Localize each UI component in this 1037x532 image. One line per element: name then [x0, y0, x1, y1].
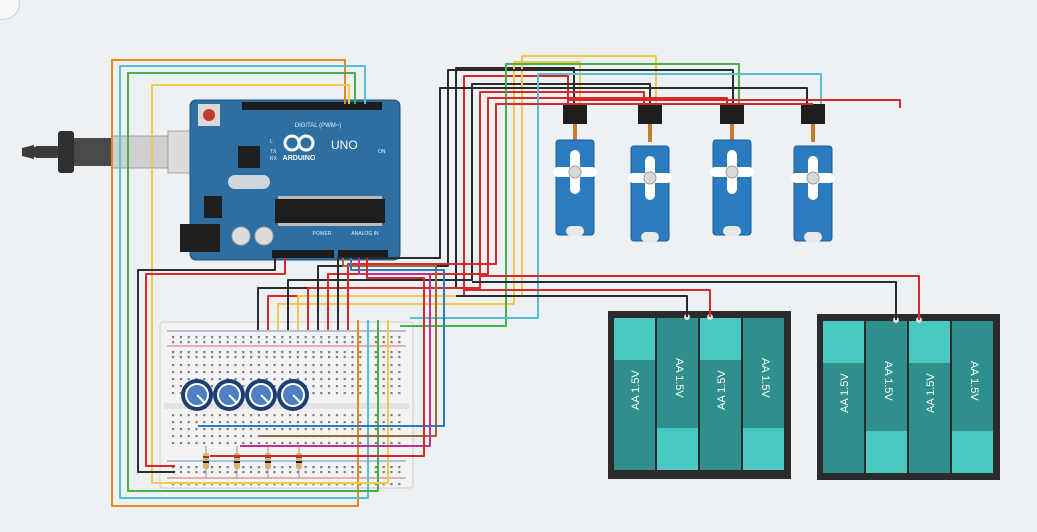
wire-red[interactable]	[145, 258, 286, 467]
label-rx: RX	[270, 156, 278, 162]
battery-cell-label: AA 1.5V	[630, 370, 642, 410]
servo-motor[interactable]	[710, 104, 754, 236]
wire-green[interactable]	[127, 72, 379, 492]
wire-red[interactable]	[347, 103, 813, 330]
wire-red[interactable]	[480, 275, 920, 320]
battery-cell-label: AA 1.5V	[716, 370, 728, 410]
usb-chip	[238, 146, 260, 168]
arduino-model: UNO	[331, 138, 358, 152]
potentiometers	[181, 379, 309, 411]
capacitor	[254, 226, 274, 246]
wire-black[interactable]	[472, 281, 897, 320]
potentiometer[interactable]	[213, 379, 245, 411]
battery-cell-label: AA 1.5V	[882, 361, 894, 401]
battery-cell-label: AA 1.5V	[673, 358, 685, 398]
potentiometer[interactable]	[277, 379, 309, 411]
power-jack	[180, 224, 220, 252]
wire-blue[interactable]	[198, 258, 445, 427]
battery-cell-label: AA 1.5V	[925, 373, 937, 413]
arduino-uno-board[interactable]: DIGITAL (PWM~) ARDUINO UNO L TX RX ON PO…	[180, 99, 401, 261]
potentiometer[interactable]	[181, 379, 213, 411]
wire-orange[interactable]	[111, 59, 359, 507]
wire-black[interactable]	[337, 87, 808, 330]
wire-red[interactable]	[307, 91, 645, 330]
arduino-brand: ARDUINO	[283, 155, 316, 162]
wire-magenta[interactable]	[240, 258, 431, 447]
analog-header-label: ANALOG IN	[351, 231, 379, 237]
servo-motor[interactable]	[791, 104, 835, 242]
label-l: L	[270, 139, 273, 145]
servos	[553, 104, 835, 242]
atmega-chip	[275, 199, 385, 223]
resistor[interactable]	[203, 446, 209, 478]
digital-header	[242, 102, 382, 110]
wire-red[interactable]	[567, 99, 901, 108]
crystal	[228, 175, 270, 189]
wires	[111, 55, 920, 507]
wire-black[interactable]	[137, 258, 276, 473]
capacitor	[231, 226, 251, 246]
digital-header-label: DIGITAL (PWM~)	[295, 123, 342, 129]
wire-red[interactable]	[464, 289, 711, 317]
battery-cell-label: AA 1.5V	[759, 358, 771, 398]
battery-cell-label: AA 1.5V	[839, 373, 851, 413]
servo-motor[interactable]	[628, 104, 672, 242]
label-on: ON	[378, 149, 386, 155]
power-header	[272, 250, 334, 258]
battery-pack-2[interactable]: AA 1.5V AA 1.5V AA 1.5V AA 1.5V	[817, 314, 1000, 480]
wire-cyan[interactable]	[410, 73, 822, 319]
regulator	[204, 196, 222, 218]
wire-black[interactable]	[317, 69, 734, 330]
wire-green[interactable]	[400, 63, 740, 327]
label-tx: TX	[270, 149, 277, 155]
analog-header	[338, 250, 388, 258]
servo-motor[interactable]	[553, 104, 597, 236]
battery-cell-label: AA 1.5V	[968, 361, 980, 401]
battery-pack-1[interactable]: AA 1.5V AA 1.5V AA 1.5V AA 1.5V	[608, 311, 791, 479]
wire-brown[interactable]	[260, 258, 437, 437]
wire-red[interactable]	[210, 258, 425, 457]
wire-red[interactable]	[267, 75, 569, 330]
wire-cyan[interactable]	[119, 65, 369, 499]
potentiometer[interactable]	[245, 379, 277, 411]
reset-button[interactable]	[203, 109, 215, 121]
arduino-logo	[283, 134, 315, 152]
wire-black[interactable]	[456, 295, 688, 317]
power-header-label: POWER	[313, 231, 332, 237]
